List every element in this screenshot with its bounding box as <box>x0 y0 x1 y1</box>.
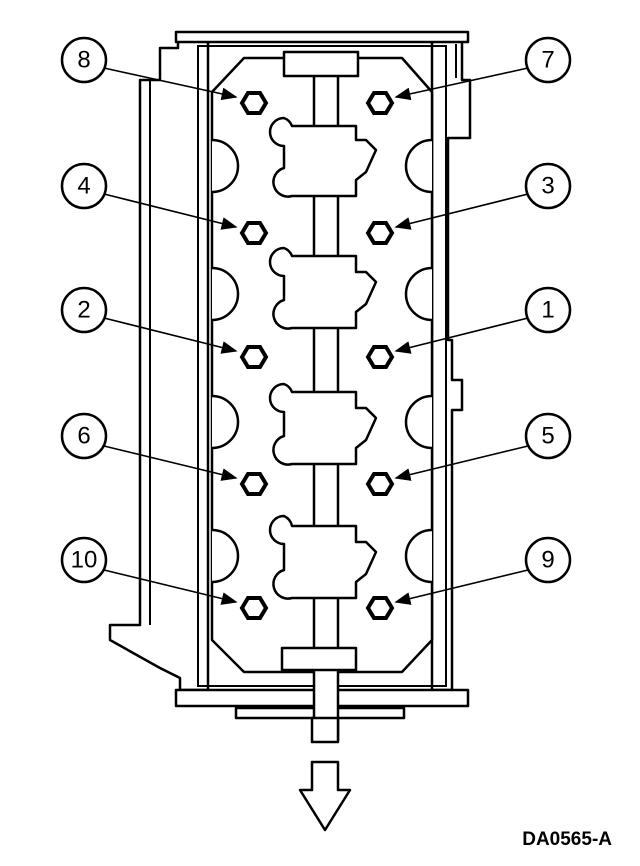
callout-10: 10 <box>60 536 108 584</box>
bearing-cap-2 <box>268 246 378 330</box>
svg-text:5: 5 <box>541 423 554 450</box>
svg-text:3: 3 <box>541 173 554 200</box>
svg-text:4: 4 <box>77 173 90 200</box>
svg-text:9: 9 <box>541 547 554 574</box>
callout-3: 3 <box>524 162 572 210</box>
camshaft-nose <box>310 716 340 744</box>
bolt-8 <box>239 91 269 115</box>
head-top-plate <box>174 30 470 44</box>
bolt-2 <box>239 345 269 369</box>
bolt-1 <box>365 345 395 369</box>
head-bolts <box>239 91 395 620</box>
svg-text:10: 10 <box>71 547 98 574</box>
bearing-cap-3 <box>268 382 378 466</box>
svg-text:1: 1 <box>541 297 554 324</box>
svg-text:6: 6 <box>77 423 90 450</box>
svg-text:7: 7 <box>541 47 554 74</box>
bolt-9 <box>365 596 395 620</box>
front-direction-arrow-icon <box>298 760 352 832</box>
figure-part-id: DA0565-A <box>522 829 612 850</box>
bolt-10 <box>239 596 269 620</box>
cam-front-cap <box>282 50 360 78</box>
head-left-casting <box>108 38 210 692</box>
callout-2: 2 <box>60 286 108 334</box>
callout-9: 9 <box>524 536 572 584</box>
callout-6: 6 <box>60 412 108 460</box>
bolt-7 <box>365 91 395 115</box>
svg-text:2: 2 <box>77 297 90 324</box>
svg-text:8: 8 <box>77 47 90 74</box>
bearing-cap-1 <box>268 116 378 198</box>
callout-8: 8 <box>60 36 108 84</box>
leader-lines <box>103 67 529 605</box>
cam-rear-cap <box>280 646 358 672</box>
callout-5: 5 <box>524 412 572 460</box>
head-right-casting <box>430 38 472 692</box>
bolt-6 <box>239 472 269 496</box>
bearing-cap-4 <box>268 514 378 600</box>
bolt-3 <box>365 221 395 245</box>
bolt-5 <box>365 472 395 496</box>
bolt-4 <box>239 221 269 245</box>
callout-4: 4 <box>60 162 108 210</box>
callout-1: 1 <box>524 286 572 334</box>
callout-7: 7 <box>524 36 572 84</box>
callouts: 8 7 4 3 2 1 6 5 <box>60 36 572 584</box>
bearing-caps <box>268 116 378 600</box>
bore-cutouts <box>211 138 433 584</box>
